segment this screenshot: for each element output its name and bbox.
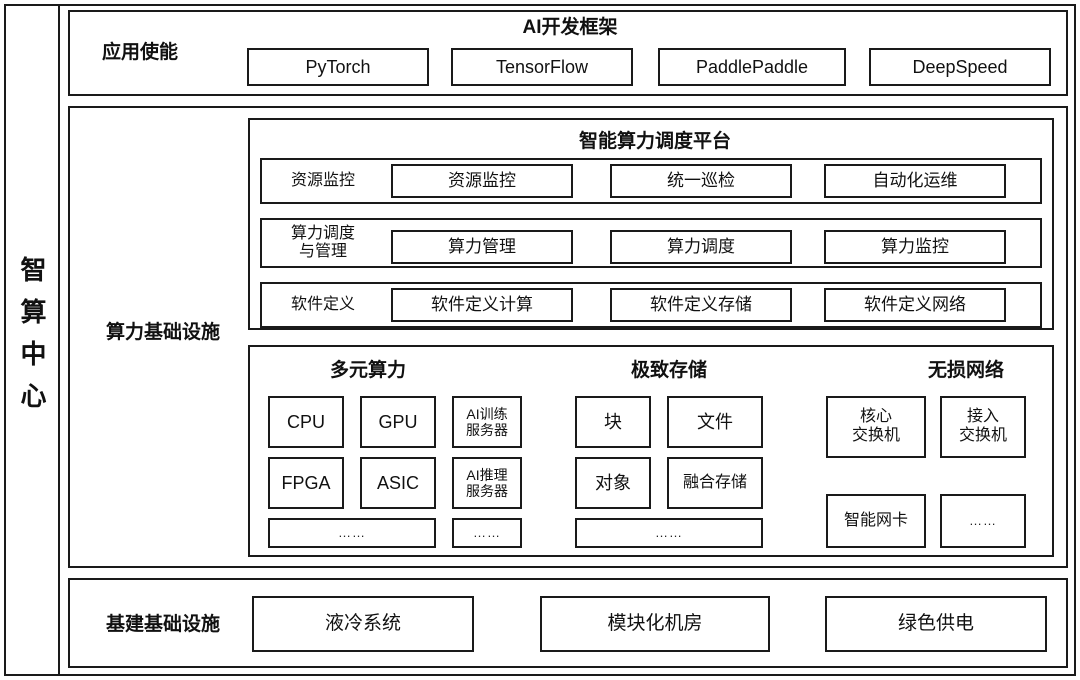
band-label-facility-infrastructure: 基建基础设施	[105, 614, 220, 635]
band-label-application-enablement: 应用使能	[101, 42, 178, 63]
platform-row-label-resource-monitoring: 资源监控	[290, 171, 355, 189]
compute-box-asic[interactable]: ASIC	[360, 457, 436, 509]
platform-item-compute-scheduling[interactable]: 算力调度	[610, 230, 792, 264]
compute-box-ai-inference-server[interactable]: AI推理 服务器	[452, 457, 522, 509]
group-title-extreme-storage: 极致存储	[630, 360, 707, 381]
platform-item-automated-ops[interactable]: 自动化运维	[824, 164, 1006, 198]
platform-row-label-software-defined: 软件定义	[290, 295, 355, 313]
compute-box-fpga[interactable]: FPGA	[268, 457, 344, 509]
panel-title-ai-framework: AI开发框架	[522, 17, 618, 38]
network-box-more[interactable]: ……	[940, 494, 1026, 548]
compute-box-more-left[interactable]: ……	[268, 518, 436, 548]
framework-box-pytorch[interactable]: PyTorch	[247, 48, 429, 86]
storage-box-file[interactable]: 文件	[667, 396, 763, 448]
platform-item-compute-management[interactable]: 算力管理	[391, 230, 573, 264]
facility-box-modular-data-hall[interactable]: 模块化机房	[540, 596, 770, 652]
storage-box-block[interactable]: 块	[575, 396, 651, 448]
storage-box-more[interactable]: ……	[575, 518, 763, 548]
platform-row-label-compute-scheduling-management: 算力调度 与管理	[290, 224, 355, 260]
platform-item-software-defined-storage[interactable]: 软件定义存储	[610, 288, 792, 322]
compute-box-cpu[interactable]: CPU	[268, 396, 344, 448]
framework-box-deepspeed[interactable]: DeepSpeed	[869, 48, 1051, 86]
storage-box-object[interactable]: 对象	[575, 457, 651, 509]
framework-box-tensorflow[interactable]: TensorFlow	[451, 48, 633, 86]
vertical-title-label: 智算中心	[17, 256, 47, 424]
band-label-compute-infrastructure: 算力基础设施	[105, 322, 220, 343]
network-box-core-switch[interactable]: 核心 交换机	[826, 396, 926, 458]
platform-item-compute-monitoring[interactable]: 算力监控	[824, 230, 1006, 264]
storage-box-unified-storage[interactable]: 融合存储	[667, 457, 763, 509]
facility-box-green-power[interactable]: 绿色供电	[825, 596, 1047, 652]
group-title-lossless-network: 无损网络	[927, 360, 1004, 381]
compute-box-ai-training-server[interactable]: AI训练 服务器	[452, 396, 522, 448]
network-box-smart-nic[interactable]: 智能网卡	[826, 494, 926, 548]
compute-box-more-right[interactable]: ……	[452, 518, 522, 548]
platform-item-software-defined-compute[interactable]: 软件定义计算	[391, 288, 573, 322]
platform-item-resource-monitoring[interactable]: 资源监控	[391, 164, 573, 198]
vertical-title-zhisuan-zhongxin: 智算中心	[6, 6, 60, 674]
group-title-diverse-compute: 多元算力	[329, 360, 406, 381]
platform-item-unified-inspection[interactable]: 统一巡检	[610, 164, 792, 198]
panel-title-scheduling-platform: 智能算力调度平台	[578, 131, 731, 152]
network-box-access-switch[interactable]: 接入 交换机	[940, 396, 1026, 458]
compute-box-gpu[interactable]: GPU	[360, 396, 436, 448]
framework-box-paddlepaddle[interactable]: PaddlePaddle	[658, 48, 846, 86]
platform-item-software-defined-network[interactable]: 软件定义网络	[824, 288, 1006, 322]
facility-box-liquid-cooling[interactable]: 液冷系统	[252, 596, 474, 652]
